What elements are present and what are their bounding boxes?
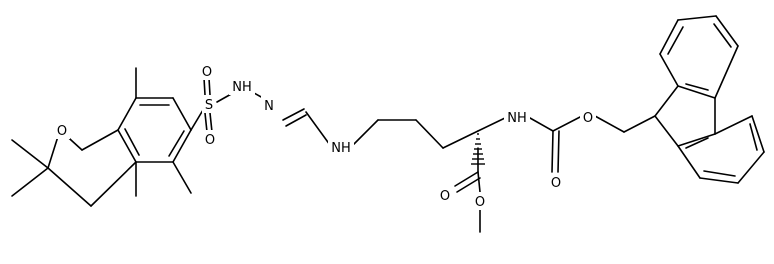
atom-labels: O S O O NH N NH NH O O O O xyxy=(54,62,596,210)
bond xyxy=(557,130,560,173)
bond xyxy=(90,161,137,207)
bond xyxy=(282,108,305,121)
bond xyxy=(172,129,192,163)
bond xyxy=(654,85,679,117)
bond xyxy=(124,128,140,156)
bond xyxy=(659,53,679,87)
bond xyxy=(713,23,732,48)
bond xyxy=(415,119,444,149)
bond xyxy=(209,112,213,133)
bond xyxy=(685,83,709,91)
bond xyxy=(623,115,656,133)
bond xyxy=(685,137,709,149)
bond xyxy=(677,85,716,99)
bonds xyxy=(11,15,765,233)
oxygen-label: O xyxy=(583,111,593,126)
bond xyxy=(477,171,481,193)
oxygen-label: O xyxy=(205,133,215,148)
bond xyxy=(551,130,554,173)
bond xyxy=(285,114,307,127)
bond xyxy=(703,170,736,177)
bond xyxy=(749,123,758,151)
sulfur-label: S xyxy=(205,98,213,113)
bond xyxy=(714,45,739,99)
bond xyxy=(454,171,479,187)
bond xyxy=(204,112,208,133)
bond xyxy=(677,145,701,179)
oxygen-label: O xyxy=(551,176,561,191)
bond xyxy=(677,15,717,21)
bond xyxy=(353,119,379,145)
bond xyxy=(117,97,137,131)
bond xyxy=(654,115,679,147)
oxygen-label: O xyxy=(475,195,485,210)
bond xyxy=(203,77,206,96)
bond xyxy=(172,97,192,131)
bond xyxy=(737,151,765,184)
bond xyxy=(11,139,49,169)
bond xyxy=(456,177,481,193)
bond xyxy=(47,167,92,207)
bond xyxy=(677,133,716,147)
bond xyxy=(305,111,331,146)
bond xyxy=(168,130,185,157)
bond xyxy=(477,117,506,132)
bond xyxy=(659,19,679,55)
nitrogen-h-label: NH xyxy=(507,111,527,126)
oxygen-label: O xyxy=(202,65,212,80)
hashed-wedge-bond xyxy=(471,133,485,165)
bond xyxy=(442,130,479,149)
oxygen-label: O xyxy=(440,189,450,204)
bond xyxy=(529,117,554,132)
bond xyxy=(667,26,684,55)
bond xyxy=(11,167,49,197)
oxygen-label: O xyxy=(57,124,67,139)
bond xyxy=(594,115,625,133)
bond xyxy=(208,77,211,96)
nitrogen-h-label: NH xyxy=(331,141,351,156)
bond xyxy=(552,115,583,132)
bond xyxy=(81,129,119,151)
bond xyxy=(172,161,192,194)
nitrogen-label: N xyxy=(264,99,274,114)
bond xyxy=(117,129,137,163)
bond xyxy=(714,115,753,135)
nitrogen-h-label: NH xyxy=(232,80,252,95)
bond xyxy=(715,15,739,47)
bond xyxy=(699,177,739,184)
bond xyxy=(751,115,765,153)
